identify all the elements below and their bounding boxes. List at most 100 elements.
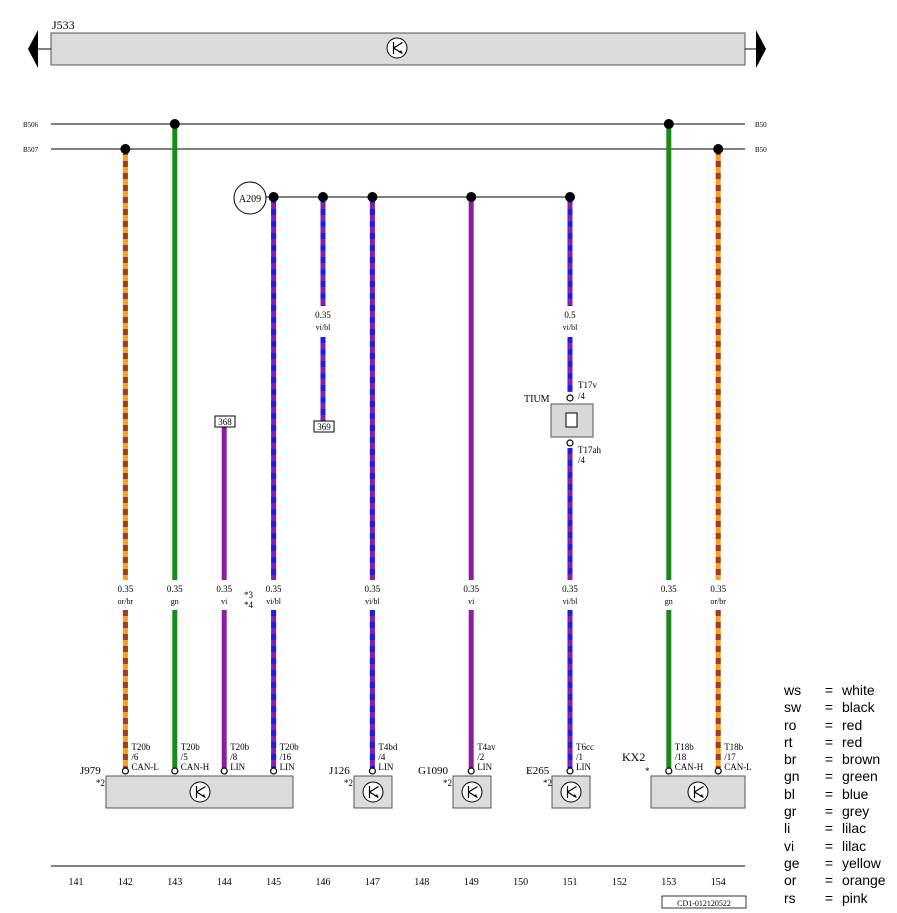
legend-color-name: brown xyxy=(842,751,881,768)
pin-signal: LIN xyxy=(378,762,393,772)
legend-row: ro=red xyxy=(784,717,894,734)
pin-signal: LIN xyxy=(576,762,591,772)
ref-box-369 xyxy=(313,420,335,433)
component-g1090-icon xyxy=(461,781,483,803)
wire-color-label: vi/bl xyxy=(266,597,281,606)
legend-code: ge xyxy=(784,854,800,871)
column-number: 151 xyxy=(563,877,578,888)
legend-equals: = xyxy=(824,785,834,802)
junction-dot xyxy=(663,119,674,129)
wire-size-label: 0.5 xyxy=(564,310,576,320)
legend-equals: = xyxy=(824,716,834,733)
inline-connector-top-pin: T17v xyxy=(578,380,597,390)
rail-upper-left-label: B506 xyxy=(23,121,39,129)
wire-color-label: or/br xyxy=(710,597,726,606)
legend-code: rt xyxy=(784,733,793,750)
pin-number: /1 xyxy=(576,752,583,762)
pin-number: /5 xyxy=(181,752,189,762)
rail-lower-right-label: B50 xyxy=(755,146,767,154)
column-number: 148 xyxy=(414,877,429,888)
inline-connector-bottom-pin: T17ah xyxy=(578,445,601,455)
wire-size-label: 0.35 xyxy=(266,584,282,594)
column-number: 153 xyxy=(661,877,676,888)
inline-connector-top-num: /4 xyxy=(578,391,586,401)
legend-row: rt = red xyxy=(784,734,894,751)
column-number: 144 xyxy=(217,877,232,888)
rail-lower-left-label: B507 xyxy=(23,146,39,154)
pin-number: /8 xyxy=(230,752,238,762)
column-number: 143 xyxy=(167,877,182,888)
pin-terminal xyxy=(121,767,130,775)
column-number: 146 xyxy=(316,877,331,888)
wire-size-label: 0.35 xyxy=(562,584,578,594)
legend-row: or=orange xyxy=(784,872,894,889)
pin-number: /4 xyxy=(378,752,386,762)
legend-row: rs=pink xyxy=(784,890,894,907)
pin-number: /2 xyxy=(477,752,484,762)
legend-color-name: lilac xyxy=(842,837,867,854)
inline-connector-bottom-num: /4 xyxy=(578,455,586,465)
pin-terminal xyxy=(171,767,179,775)
column-number: 141 xyxy=(69,877,84,888)
wire-size-label: 0.35 xyxy=(315,310,331,320)
legend-color-name: red xyxy=(842,733,863,750)
legend-equals: = xyxy=(824,733,834,750)
pin-terminal xyxy=(566,767,574,775)
legend-code: br xyxy=(784,751,797,768)
legend-color-name: green xyxy=(842,768,878,785)
legend-equals: = xyxy=(824,768,834,785)
pin-signal: CAN-L xyxy=(131,762,159,772)
component-j126-icon xyxy=(362,781,384,803)
component-j126-name: J126 xyxy=(329,765,350,777)
pin-number: /18 xyxy=(675,752,687,762)
legend-color-name: red xyxy=(842,716,863,733)
pin-name: T18b xyxy=(724,742,743,752)
pin-name: T4bd xyxy=(378,742,397,752)
pin-number: /16 xyxy=(280,752,292,762)
pin-terminal xyxy=(270,767,278,775)
wire-size-label: 0.35 xyxy=(118,584,134,594)
legend-code: rs xyxy=(784,889,796,906)
legend-color-name: blue xyxy=(842,785,869,802)
ref-label-368: 368 xyxy=(218,417,232,427)
component-g1090-name: G1090 xyxy=(418,765,448,777)
pin-terminal xyxy=(368,767,376,775)
legend-row: gn = green xyxy=(784,768,894,785)
legend-code: gn xyxy=(784,768,800,785)
legend-equals: = xyxy=(824,751,834,768)
legend-code: li xyxy=(784,820,791,837)
wire-size-label: 0.35 xyxy=(710,584,726,594)
legend-equals: = xyxy=(824,820,834,837)
pin-name: T6cc xyxy=(576,742,594,752)
splice-label: A209 xyxy=(239,194,261,205)
wire-color-label: vi xyxy=(468,597,475,606)
wire-color-label: vi/bl xyxy=(316,323,331,332)
legend-color-name: orange xyxy=(842,872,886,889)
pin-name: T20b xyxy=(230,742,249,752)
column-number: 145 xyxy=(266,877,281,888)
column-number: 152 xyxy=(612,877,627,888)
legend-color-name: pink xyxy=(842,889,868,906)
junction-dot xyxy=(318,192,328,202)
rail-upper-right-label: B50 xyxy=(755,121,767,129)
legend-code: vi xyxy=(784,837,795,854)
legend-color-name: yellow xyxy=(842,854,881,871)
pin-number: /6 xyxy=(131,752,139,762)
component-j126-star: *2 xyxy=(344,778,353,788)
legend-row: ws=white xyxy=(784,682,894,699)
pin-name: T20b xyxy=(131,742,150,752)
legend-row: li=lilac xyxy=(784,820,894,837)
legend-equals: = xyxy=(824,803,834,820)
pin-name: T20b xyxy=(280,742,299,752)
component-icon-layer xyxy=(189,781,709,803)
legend-equals: = xyxy=(824,854,834,871)
column-number: 154 xyxy=(711,877,726,888)
legend-color-name: black xyxy=(842,699,875,716)
junction-dot xyxy=(169,119,180,129)
control-unit-icon xyxy=(386,37,408,59)
component-j979-star: *2 xyxy=(96,778,105,788)
legend-code: sw xyxy=(784,699,802,716)
pin-signal: CAN-H xyxy=(181,762,210,772)
